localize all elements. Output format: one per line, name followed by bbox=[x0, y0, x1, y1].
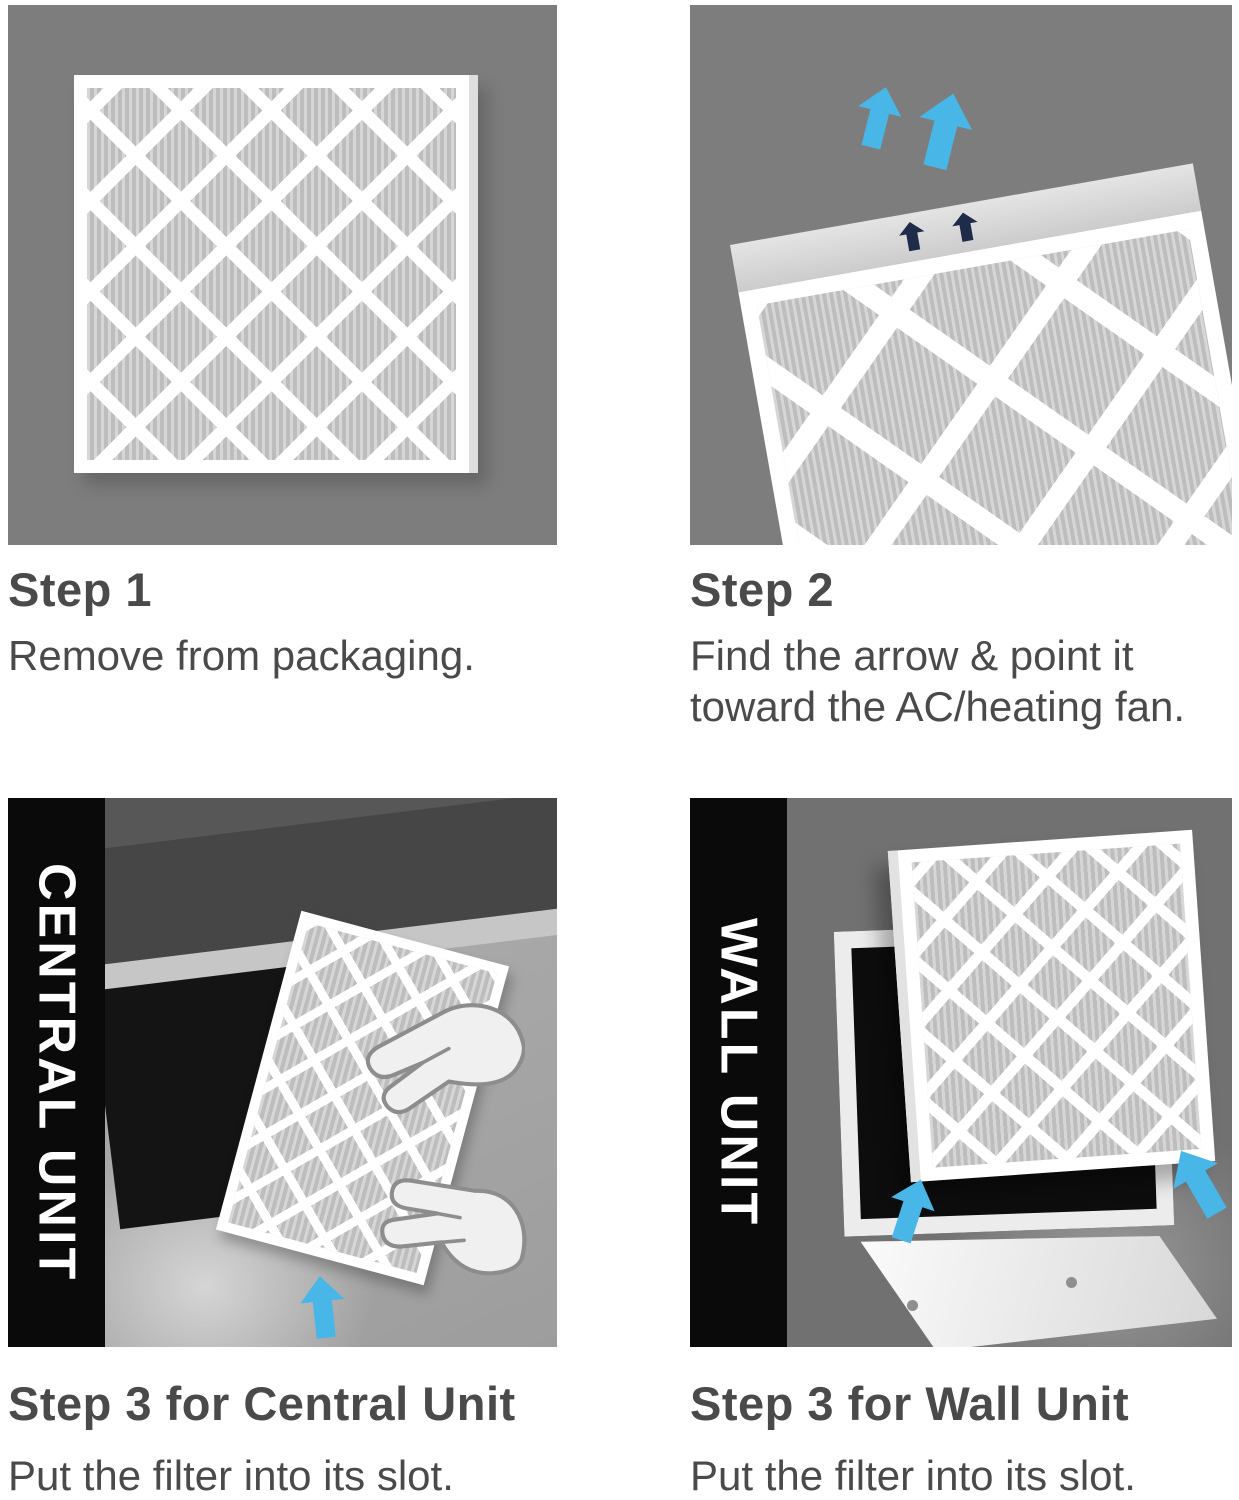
wall-unit-scene bbox=[787, 798, 1232, 1347]
filter-media-pattern bbox=[911, 843, 1202, 1168]
filter-top-edge bbox=[730, 163, 1202, 293]
wall-unit-banner: WALL UNIT bbox=[690, 798, 787, 1347]
air-filter-tilted-view bbox=[730, 163, 1232, 545]
step2-title: Step 2 bbox=[690, 563, 835, 616]
insert-direction-arrow-icon bbox=[300, 1276, 345, 1339]
air-filter-front-view bbox=[74, 75, 478, 473]
insert-direction-arrow-icon bbox=[1173, 1150, 1227, 1219]
printed-airflow-arrows bbox=[888, 205, 989, 257]
filter-media-pattern bbox=[87, 88, 456, 460]
screw-icon bbox=[1065, 1277, 1077, 1289]
step3-central-description: Put the filter into its slot. bbox=[8, 1452, 454, 1499]
step2-illustration-panel bbox=[690, 5, 1232, 545]
step3-wall-description: Put the filter into its slot. bbox=[690, 1452, 1136, 1499]
step1-description: Remove from packaging. bbox=[8, 632, 475, 679]
step3-wall-title: Step 3 for Wall Unit bbox=[690, 1377, 1130, 1430]
step3-wall-illustration-panel: WALL UNIT bbox=[690, 798, 1232, 1347]
wall-unit-banner-label: WALL UNIT bbox=[709, 917, 768, 1228]
central-unit-banner: CENTRAL UNIT bbox=[8, 798, 105, 1347]
airflow-arrow-printed-icon bbox=[952, 212, 978, 242]
step3-central-title: Step 3 for Central Unit bbox=[8, 1377, 516, 1430]
step1-illustration-panel bbox=[8, 5, 557, 545]
air-filter-being-inserted bbox=[887, 829, 1216, 1183]
central-unit-banner-label: CENTRAL UNIT bbox=[27, 862, 86, 1283]
airflow-arrow-printed-icon bbox=[899, 222, 925, 252]
step1-title: Step 1 bbox=[8, 563, 153, 616]
airflow-arrow-blue-icon bbox=[858, 87, 902, 150]
hand-icon bbox=[365, 1003, 525, 1115]
screw-icon bbox=[907, 1300, 919, 1312]
central-unit-scene bbox=[105, 798, 557, 1347]
step2-description: Find the arrow & point it toward the AC/… bbox=[690, 632, 1185, 731]
airflow-arrow-blue-icon bbox=[919, 93, 973, 171]
step3-central-illustration-panel: CENTRAL UNIT bbox=[8, 798, 557, 1347]
hand-icon bbox=[380, 1178, 527, 1276]
airflow-direction-arrows bbox=[848, 72, 981, 174]
filter-media-pattern bbox=[756, 229, 1232, 545]
insert-direction-arrow-icon bbox=[891, 1179, 935, 1244]
